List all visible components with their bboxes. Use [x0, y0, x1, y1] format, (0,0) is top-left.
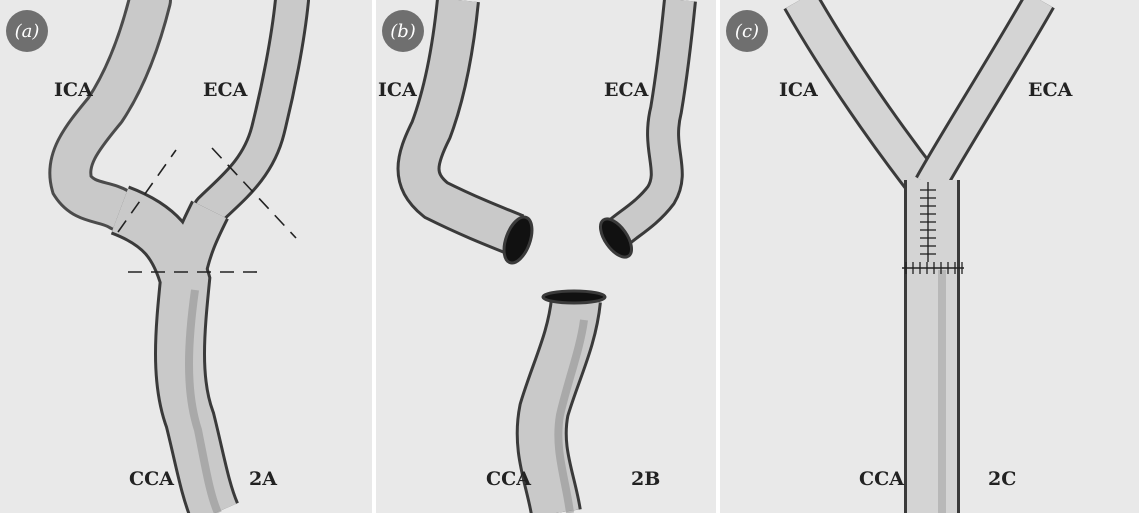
panel-b-badge: (b)	[382, 10, 424, 52]
panel-a-drawing	[0, 0, 372, 513]
panel-b: (b) ICA ECA CCA 2B	[376, 0, 716, 513]
panel-c-badge: (c)	[726, 10, 768, 52]
panel-c-eca-label: ECA	[1028, 79, 1072, 101]
panel-a-cca-label: CCA	[129, 468, 174, 490]
panel-c-figure-code: 2C	[988, 468, 1016, 490]
panel-b-ica-label: ICA	[378, 79, 417, 101]
panel-a-figure-code: 2A	[249, 468, 277, 490]
panel-a-badge: (a)	[6, 10, 48, 52]
panel-b-figure-code: 2B	[631, 468, 660, 490]
panel-c-drawing	[720, 0, 1139, 513]
panel-b-cca-label: CCA	[486, 468, 531, 490]
panel-c: (c) ICA ECA CCA 2C	[720, 0, 1139, 513]
panel-c-cca-label: CCA	[859, 468, 904, 490]
panel-b-drawing	[376, 0, 716, 513]
panel-a: (a) ICA ECA CCA 2A	[0, 0, 372, 513]
panel-b-eca-label: ECA	[604, 79, 648, 101]
panel-c-ica-label: ICA	[779, 79, 818, 101]
panel-a-eca-label: ECA	[203, 79, 247, 101]
panel-a-ica-label: ICA	[54, 79, 93, 101]
